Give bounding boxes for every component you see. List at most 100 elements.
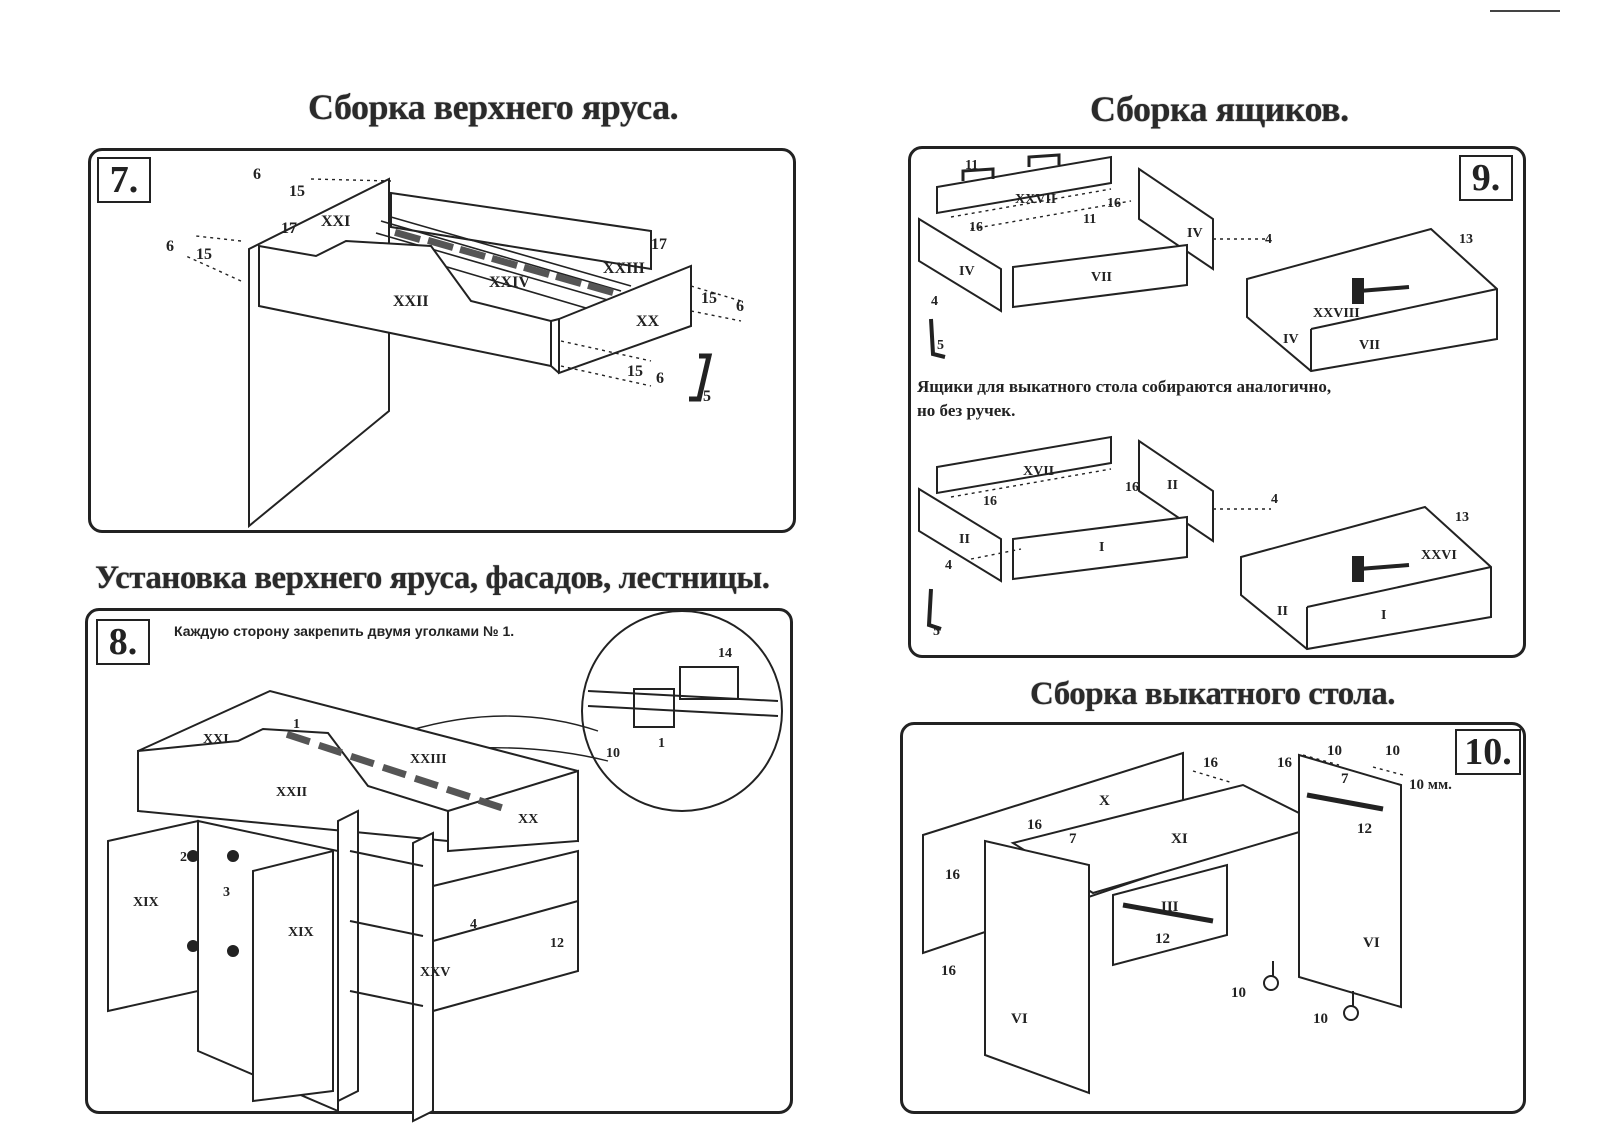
label-10mm: 10 мм. xyxy=(1409,777,1452,793)
label-xx: XX xyxy=(518,812,538,827)
end-panel-xx xyxy=(447,769,579,853)
label-7a: 7 xyxy=(1069,831,1077,847)
allen-key-icon xyxy=(929,318,946,359)
step-number-9: 9. xyxy=(1459,155,1513,201)
drawer-side-ii-right xyxy=(1138,439,1214,543)
hammer-icon-2 xyxy=(1358,563,1410,571)
label-4a: 4 xyxy=(931,294,938,309)
hammer-icon xyxy=(1358,285,1410,293)
label-xxvii: XXVII xyxy=(1015,192,1056,207)
ladder-left xyxy=(337,809,359,1103)
end-panel-xx xyxy=(558,264,692,375)
allen-key-icon-2 xyxy=(926,588,942,631)
label-xxi: XXI xyxy=(321,213,350,230)
label-3: 3 xyxy=(223,885,230,900)
label-1b: 1 xyxy=(658,736,665,751)
label-16d: 16 xyxy=(945,867,961,883)
label-6a: 6 xyxy=(253,166,261,183)
label-5a: 5 xyxy=(937,338,944,353)
label-ii-b: II xyxy=(1167,478,1178,493)
back-rail xyxy=(390,191,652,271)
panel-step-10: 10. 16 xyxy=(900,722,1526,1114)
label-17b: 17 xyxy=(651,236,667,253)
drawer-back-xvii xyxy=(936,435,1112,495)
label-4: 4 xyxy=(470,917,477,932)
label-13a: 13 xyxy=(1459,232,1473,247)
handle-icon-2 xyxy=(1027,153,1061,167)
bracket-14 xyxy=(679,666,739,700)
ladder-right xyxy=(412,831,434,1123)
label-5: 5 xyxy=(703,388,711,405)
label-11a: 11 xyxy=(965,158,978,173)
label-xxv: XXV xyxy=(420,965,450,980)
label-17a: 17 xyxy=(281,220,297,237)
step-number-10: 10. xyxy=(1455,729,1521,775)
diagram-desk: 16 16 16 16 16 10 10 10 10 10 мм. X XI I… xyxy=(922,743,1452,1095)
label-ii-c: II xyxy=(1277,604,1288,619)
label-6c: 6 xyxy=(736,298,744,315)
label-16e: 16 xyxy=(941,963,957,979)
label-16b: 16 xyxy=(1107,196,1121,211)
label-vii: VII xyxy=(1091,270,1112,285)
label-5b: 5 xyxy=(933,624,940,639)
label-16a: 16 xyxy=(1203,755,1219,771)
drawer-side-iv-left xyxy=(918,217,1002,313)
label-1a: 1 xyxy=(293,717,300,732)
label-xxii: XXII xyxy=(393,293,429,310)
label-xxiii: XXIII xyxy=(410,752,447,767)
label-16a: 16 xyxy=(969,220,983,235)
heading-upper-tier: Сборка верхнего яруса. xyxy=(308,87,679,127)
panel-step-7: 7. xyxy=(88,148,796,533)
panel-step-9: 9. Ящики для выкатного стола собираются … xyxy=(908,146,1526,658)
label-15d: 15 xyxy=(627,363,643,380)
panel-step-8: 8. Каждую сторону закрепить двумя уголка… xyxy=(85,608,793,1123)
label-xxvi: XXVI xyxy=(1421,548,1457,563)
label-15c: 15 xyxy=(701,290,717,307)
label-16c: 16 xyxy=(1027,817,1043,833)
note-drawers-line1: Ящики для выкатного стола собираются ана… xyxy=(917,377,1332,396)
label-6d: 6 xyxy=(656,370,664,387)
side-panel-xxii xyxy=(248,177,390,529)
side-panel-vi-left xyxy=(984,839,1090,1095)
label-10b: 10 xyxy=(1385,743,1400,759)
label-4c: 4 xyxy=(1271,492,1278,507)
label-i-b: I xyxy=(1381,608,1386,623)
label-15b: 15 xyxy=(196,246,212,263)
step-number-7: 7. xyxy=(97,157,151,203)
label-iii: III xyxy=(1161,899,1179,915)
allen-key-icon xyxy=(689,353,713,402)
diagram-install: XXI XXII XXIII XX XIX XIX XXV 1 1 2 3 4 … xyxy=(107,610,783,1123)
label-iv-b: IV xyxy=(1187,226,1203,241)
side-panel-vi-right xyxy=(1298,753,1402,1009)
front-rail-xxii xyxy=(258,239,552,368)
slats xyxy=(285,731,503,812)
drawer-back-xxvii xyxy=(936,155,1112,215)
label-xvii: XVII xyxy=(1023,464,1054,479)
label-xix-right: XIX xyxy=(288,925,314,940)
drawer-side-ii-left xyxy=(918,487,1002,583)
heading-install: Установка верхнего яруса, фасадов, лестн… xyxy=(95,560,770,596)
label-11b: 11 xyxy=(1083,212,1096,227)
drawer-front-i xyxy=(1012,515,1188,581)
drawer-assembled-top xyxy=(1246,227,1498,373)
label-10: 10 xyxy=(606,746,620,761)
note-corners: Каждую сторону закрепить двумя уголками … xyxy=(174,623,515,639)
label-12: 12 xyxy=(550,936,564,951)
front-rail xyxy=(137,727,449,843)
step-number-8: 8. xyxy=(96,619,150,665)
label-12a: 12 xyxy=(1357,821,1372,837)
handle-icon xyxy=(961,167,995,181)
caster-icon-2 xyxy=(1343,1005,1359,1021)
label-14: 14 xyxy=(718,646,732,661)
rail-12b xyxy=(1122,902,1214,924)
label-xi: XI xyxy=(1171,831,1188,847)
label-16d: 16 xyxy=(1125,480,1139,495)
label-2: 2 xyxy=(180,850,187,865)
scan-mark xyxy=(1490,10,1560,12)
heading-drawers: Сборка ящиков. xyxy=(1090,89,1349,129)
heading-desk: Сборка выкатного стола. xyxy=(1030,676,1396,712)
door-left-xix xyxy=(107,819,199,1013)
label-10d: 10 xyxy=(1313,1011,1328,1027)
label-xxi: XXI xyxy=(203,732,229,747)
label-16b: 16 xyxy=(1277,755,1293,771)
